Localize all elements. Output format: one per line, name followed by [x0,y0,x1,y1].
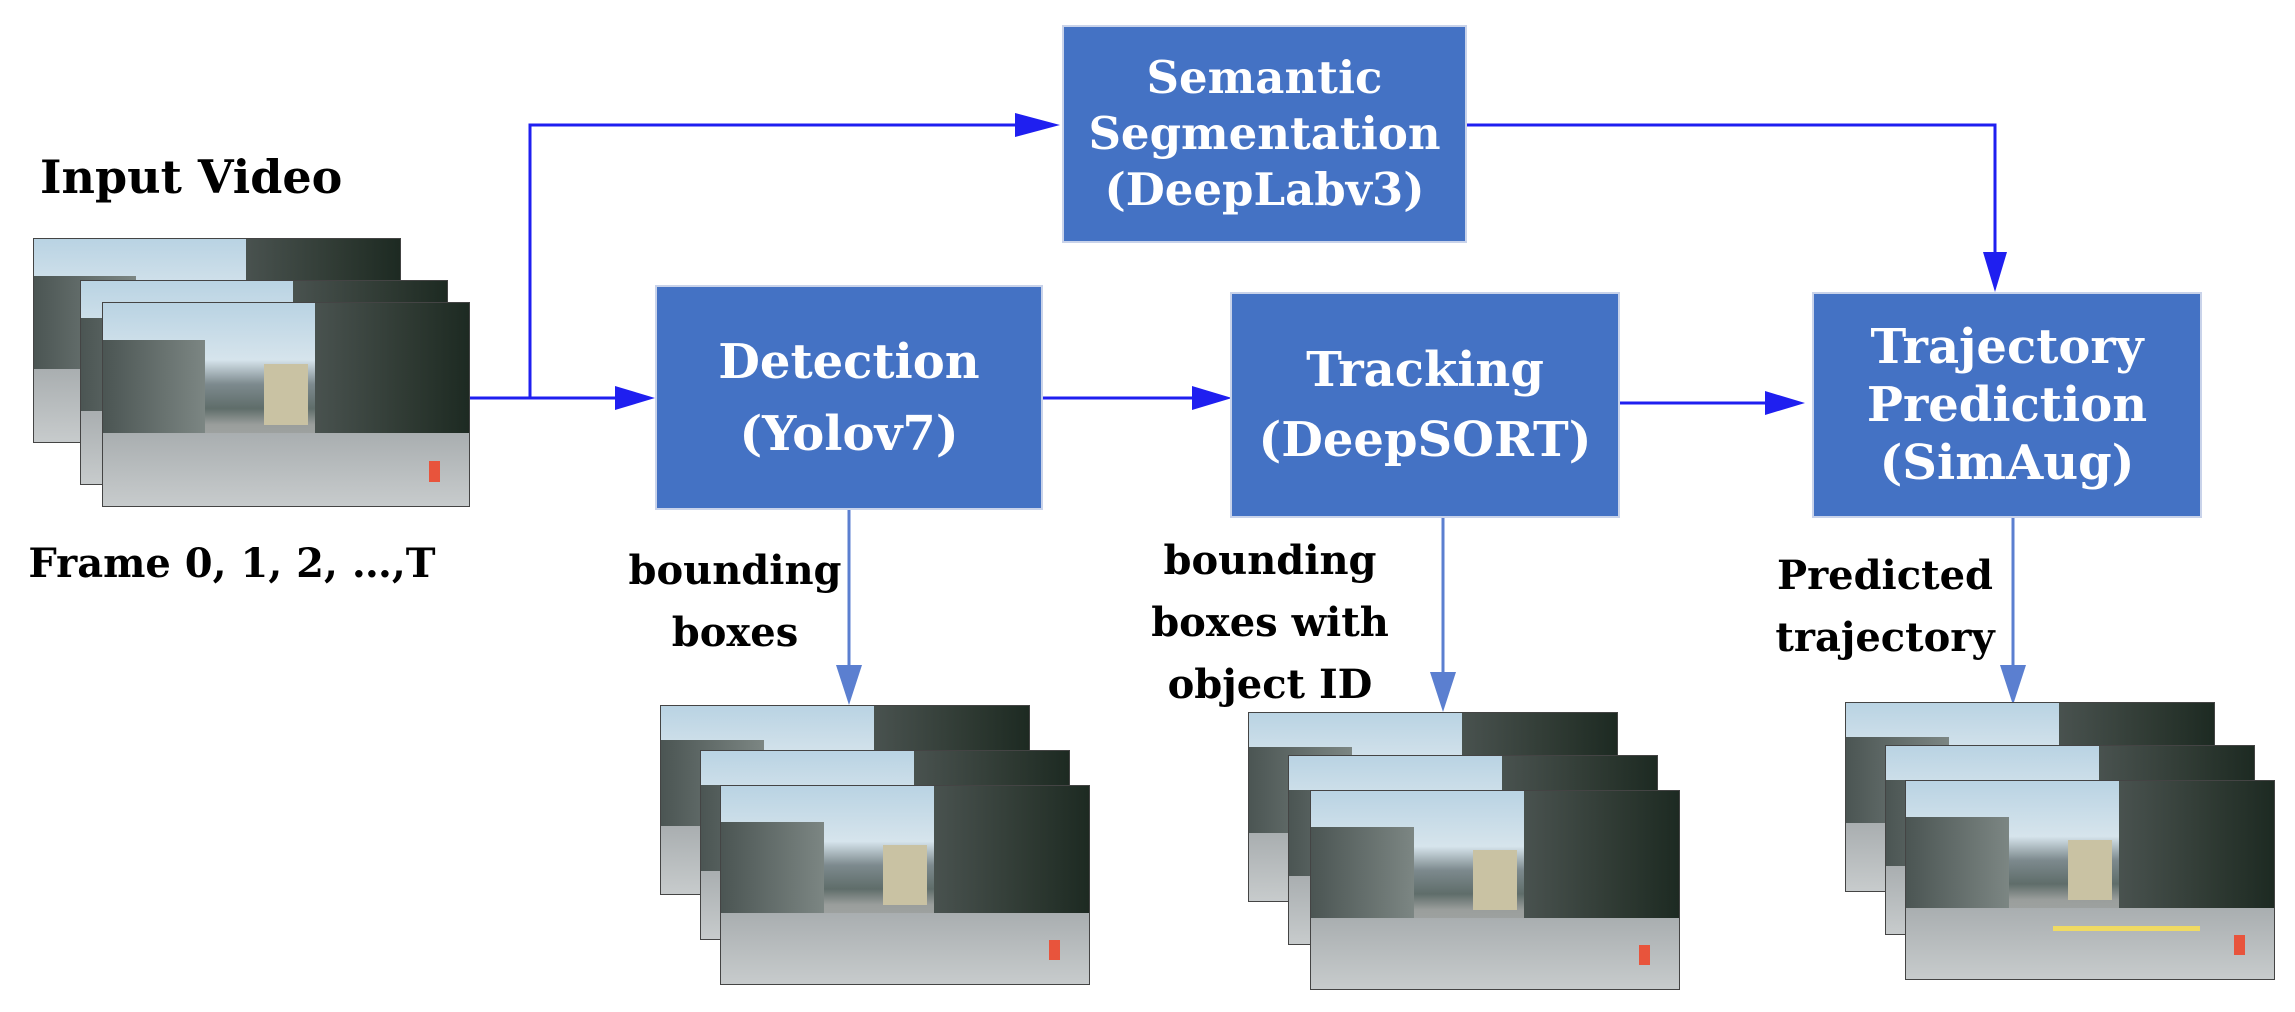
arrowhead-prediction-output [2000,665,2026,705]
arrowhead-detection-output [836,665,862,705]
arrowhead-tracking [1192,386,1232,410]
prediction-box: Trajectory Prediction (SimAug) [1812,292,2202,518]
detection-output-label: bounding boxes [628,547,842,656]
arrowhead-segmentation [1015,113,1060,137]
segmentation-box: Semantic Segmentation (DeepLabv3) [1062,25,1467,243]
tracking-box: Tracking (DeepSORT) [1230,292,1620,518]
arrow-input-to-segmentation [528,123,1015,398]
arrowhead-tracking-output [1430,672,1456,712]
input-frame-caption: Frame 0, 1, 2, …,T [28,540,436,587]
arrowhead-prediction [1765,391,1805,415]
arrow-segmentation-to-prediction [1465,123,1997,262]
prediction-output-label: Predicted trajectory [1775,552,1995,661]
arrowhead-detection [615,386,655,410]
input-video-title: Input Video [40,150,343,204]
input-frame-front [102,302,470,507]
detection-box: Detection (Yolov7) [655,285,1043,510]
tracking-output-label: bounding boxes with object ID [1151,537,1389,708]
arrowhead-segmentation-down [1983,252,2007,292]
